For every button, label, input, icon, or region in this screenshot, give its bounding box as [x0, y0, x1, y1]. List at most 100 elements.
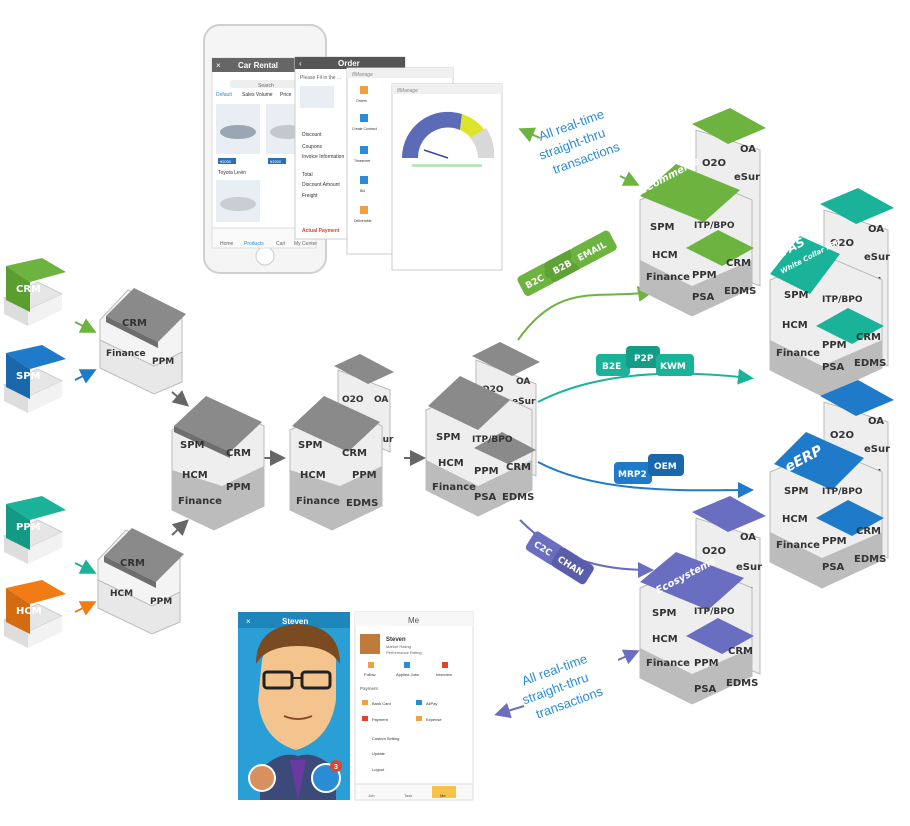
- tab-products[interactable]: Products: [244, 241, 264, 247]
- brand-label: 8Manage: [397, 88, 418, 94]
- house-label: Finance: [646, 272, 690, 283]
- tab-task[interactable]: Task: [404, 793, 412, 798]
- house-label: SPM: [180, 440, 205, 451]
- stack-3: O2O OA eSur BI SPM ITP/BPO HCM PPM CRM F…: [425, 342, 540, 517]
- arrow: [171, 519, 189, 537]
- arrow: [171, 390, 190, 407]
- house-label: CRM: [856, 332, 881, 343]
- house-label: PPM: [152, 357, 174, 367]
- pay-bank-card[interactable]: Bank Card: [372, 701, 391, 706]
- arrow: [619, 171, 640, 186]
- house-label: HCM: [438, 458, 464, 469]
- filter-default[interactable]: Default: [216, 92, 232, 98]
- menu-timesheet[interactable]: Timesheet: [354, 159, 370, 163]
- setting-custom[interactable]: Custom Setting: [372, 736, 399, 741]
- puzzle-b2c: B2C B2B EMAIL: [517, 230, 617, 297]
- order-title: Order: [338, 59, 360, 68]
- action-follow[interactable]: Follow: [364, 672, 376, 677]
- tab-me[interactable]: Me: [440, 793, 446, 798]
- house-label: eSur: [512, 397, 536, 407]
- price-tag: ¥2000: [220, 159, 232, 164]
- house-label: Finance: [776, 540, 820, 551]
- actual-payment: Actual Payment: [302, 228, 340, 234]
- arrow: [617, 649, 640, 665]
- user-name: Steven: [386, 637, 406, 643]
- house-label: O2O: [702, 546, 726, 557]
- puzzle-mrp2: MRP2 OEM: [614, 454, 684, 484]
- search-input[interactable]: Search: [258, 83, 274, 89]
- house-label: PPM: [822, 536, 847, 547]
- house-label: PPM: [694, 658, 719, 669]
- house-label: EDMS: [724, 286, 756, 297]
- small-house-ppm: PPM: [2, 496, 66, 564]
- menu-orders[interactable]: Orders: [356, 99, 367, 103]
- profile-card: × Steven 3: [238, 612, 350, 800]
- phone-title: Car Rental: [238, 61, 278, 70]
- house-label: CRM: [120, 558, 145, 569]
- house-label: EDMS: [502, 492, 534, 503]
- house-label: CRM: [226, 448, 251, 459]
- connector-eerp: [537, 461, 754, 499]
- house-label: O2O: [830, 430, 854, 441]
- car-name: Toyota Levin: [218, 170, 246, 176]
- house-label: PSA: [822, 562, 845, 573]
- pay-alipay[interactable]: AliPay: [426, 701, 437, 706]
- mid-house-bottom: CRM HCM PPM: [97, 528, 184, 635]
- order-item: Coupons: [302, 144, 323, 150]
- filter-sales[interactable]: Sales Volume: [242, 92, 273, 98]
- house-label: Finance: [296, 496, 340, 507]
- stack-2: O2O OA eSur SPM CRM HCM PPM Finance EDMS: [289, 354, 394, 531]
- brand-label: 8Manage: [352, 72, 373, 78]
- small-house-spm: SPM: [2, 345, 66, 413]
- house-label: PSA: [694, 684, 717, 695]
- setting-update[interactable]: Update: [372, 751, 386, 756]
- house-label: CRM: [342, 448, 367, 459]
- house-label: CRM: [122, 318, 147, 329]
- setting-logout[interactable]: Logout: [372, 767, 385, 772]
- pay-payment[interactable]: Payment: [372, 717, 389, 722]
- transactions-text-bottom: All real-time straight-thru transactions: [520, 651, 606, 722]
- rating-label: Market Rating: [386, 644, 411, 649]
- close-icon[interactable]: ×: [246, 617, 251, 626]
- filter-price[interactable]: Price: [280, 92, 292, 98]
- pay-expense[interactable]: Expense: [426, 717, 442, 722]
- menu-bid[interactable]: Bid: [360, 189, 365, 193]
- house-label: HCM: [652, 250, 678, 261]
- avatar[interactable]: [250, 766, 274, 790]
- house-label: eSur: [736, 562, 762, 573]
- house-label: EDMS: [854, 358, 886, 369]
- house-label: SPM: [436, 432, 461, 443]
- tab-home[interactable]: Home: [220, 241, 234, 247]
- house-label: PPM: [150, 597, 172, 607]
- small-house-label: CRM: [16, 284, 41, 295]
- order-item: Freight: [302, 193, 318, 199]
- action-interview[interactable]: Interview: [436, 672, 452, 677]
- house-label: O2O: [342, 395, 364, 405]
- house-label: ITP/BPO: [694, 221, 735, 231]
- house-label: CRM: [728, 646, 753, 657]
- small-house-crm: CRM: [2, 258, 66, 326]
- house-label: HCM: [182, 470, 208, 481]
- close-icon[interactable]: ×: [216, 61, 221, 70]
- tab-my-center[interactable]: My Center: [294, 241, 317, 247]
- back-icon[interactable]: ‹: [299, 59, 302, 68]
- house-label: HCM: [652, 634, 678, 645]
- house-label: ITP/BPO: [822, 487, 863, 497]
- tab-cart[interactable]: Cart: [276, 241, 286, 247]
- house-label: HCM: [782, 514, 808, 525]
- action-applied-jobs[interactable]: Applied Jobs: [396, 672, 419, 677]
- small-house-hcm: HCM: [2, 580, 66, 648]
- avatar[interactable]: [360, 634, 380, 654]
- menu-create-contract[interactable]: Create Contract: [352, 127, 377, 131]
- order-item: Discount Amount: [302, 182, 340, 188]
- notification-badge: 3: [334, 764, 338, 771]
- house-label: SPM: [652, 608, 677, 619]
- house-label: OA: [516, 377, 530, 387]
- tab-job[interactable]: Job: [368, 793, 375, 798]
- arrow: [74, 559, 97, 574]
- house-label: Finance: [178, 496, 222, 507]
- menu-deliverable[interactable]: Deliverable: [354, 219, 372, 223]
- house-label: PPM: [692, 270, 717, 281]
- arrow: [518, 127, 541, 143]
- house-label: PSA: [822, 362, 845, 373]
